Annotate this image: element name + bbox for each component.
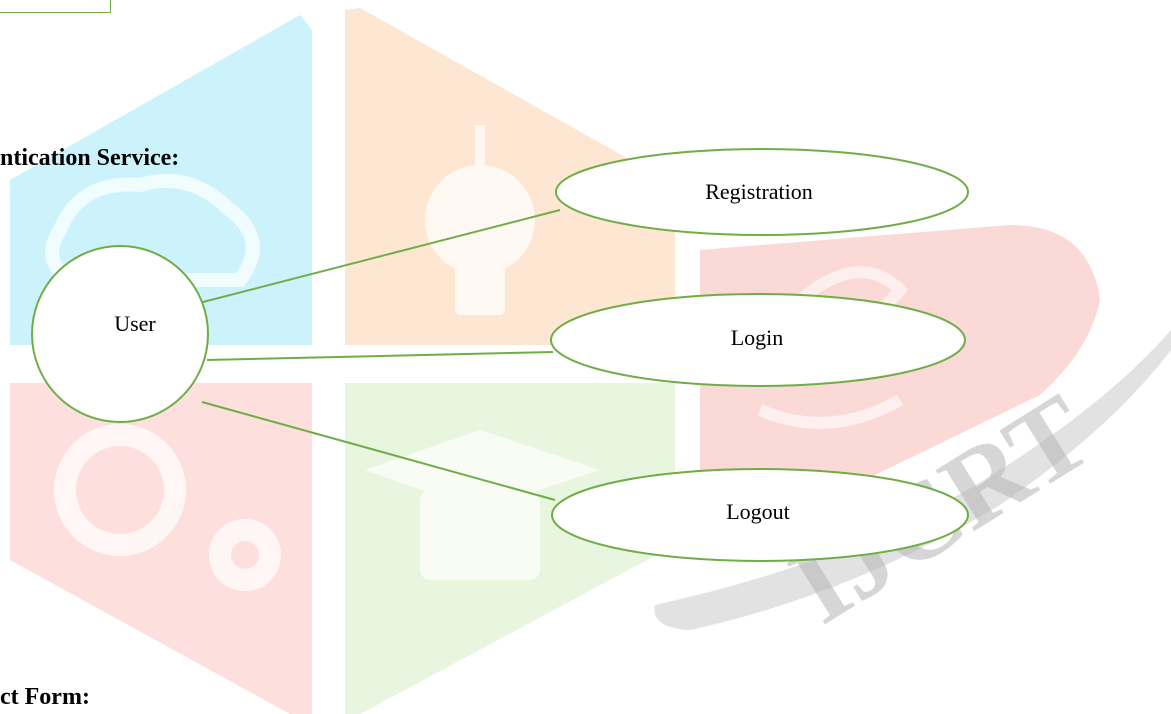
use-case-logout-ellipse bbox=[551, 468, 969, 562]
watermark-tile-red bbox=[10, 383, 312, 714]
next-section-heading: ct Form: bbox=[0, 684, 90, 710]
association-lines bbox=[201, 209, 561, 501]
watermark-bulb-icon bbox=[425, 125, 535, 315]
use-case-login-ellipse bbox=[550, 293, 966, 387]
use-case-logout-label: Logout bbox=[726, 499, 790, 524]
use-case-login-label: Login bbox=[731, 325, 784, 350]
use-case-logout: Logout bbox=[551, 468, 969, 562]
watermark-swoosh bbox=[654, 330, 1171, 630]
section-heading: ntication Service: bbox=[0, 145, 180, 171]
use-case-login: Login bbox=[550, 293, 966, 387]
edge-user-logout bbox=[201, 401, 556, 501]
actor-user: User bbox=[31, 245, 209, 423]
previous-figure-frame bbox=[0, 0, 111, 13]
watermark-gear-icon bbox=[54, 424, 281, 591]
actor-user-label: User bbox=[114, 311, 156, 336]
edge-user-login bbox=[206, 351, 554, 361]
actor-user-circle bbox=[31, 245, 209, 423]
watermark-cap-icon bbox=[365, 430, 600, 580]
use-case-registration: Registration bbox=[555, 148, 969, 236]
use-case-registration-ellipse bbox=[555, 148, 969, 236]
use-case-registration-label: Registration bbox=[705, 179, 813, 204]
edge-user-registration bbox=[202, 209, 561, 303]
